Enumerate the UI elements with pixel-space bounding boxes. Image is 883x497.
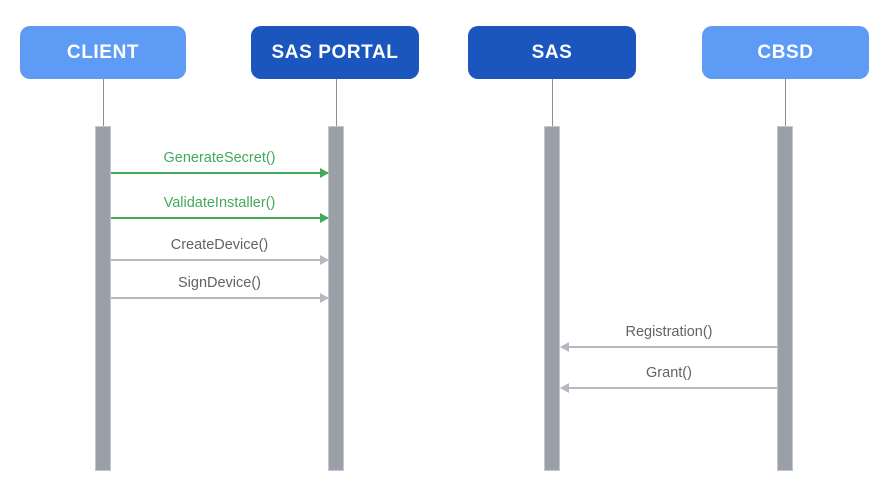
message-line-grant xyxy=(561,387,777,389)
actor-box-sas[interactable]: SAS xyxy=(468,26,636,79)
message-label-generate-secret: GenerateSecret() xyxy=(163,150,276,166)
message-line-sign-device xyxy=(111,297,328,299)
actor-label-sas-portal: SAS PORTAL xyxy=(271,41,399,63)
arrowhead-right-icon-generate-secret xyxy=(320,168,329,178)
arrowhead-left-icon-grant xyxy=(560,383,569,393)
message-line-create-device xyxy=(111,259,328,261)
actor-box-sas-portal[interactable]: SAS PORTAL xyxy=(251,26,419,79)
lifeline-stem-sas xyxy=(552,79,553,126)
lifeline-stem-sas-portal xyxy=(336,79,337,126)
actor-label-client: CLIENT xyxy=(66,41,140,63)
arrowhead-right-icon-sign-device xyxy=(320,293,329,303)
arrowhead-right-icon-validate-installer xyxy=(320,213,329,223)
message-label-registration: Registration() xyxy=(625,324,713,340)
arrowhead-right-icon-create-device xyxy=(320,255,329,265)
message-line-generate-secret xyxy=(111,172,328,174)
arrowhead-left-icon-registration xyxy=(560,342,569,352)
message-label-create-device: CreateDevice() xyxy=(170,237,269,253)
lifeline-stem-cbsd xyxy=(785,79,786,126)
actor-label-cbsd: CBSD xyxy=(757,41,814,63)
message-line-validate-installer xyxy=(111,217,328,219)
lifeline-stem-client xyxy=(103,79,104,126)
activation-bar-client xyxy=(95,126,111,471)
message-label-sign-device: SignDevice() xyxy=(178,275,261,291)
actor-label-sas: SAS xyxy=(531,41,573,63)
activation-bar-sas xyxy=(544,126,560,471)
message-line-registration xyxy=(561,346,777,348)
activation-bar-cbsd xyxy=(777,126,793,471)
actor-box-cbsd[interactable]: CBSD xyxy=(702,26,869,79)
actor-box-client[interactable]: CLIENT xyxy=(20,26,186,79)
message-label-grant: Grant() xyxy=(646,365,692,381)
message-label-validate-installer: ValidateInstaller() xyxy=(163,195,276,211)
activation-bar-sas-portal xyxy=(328,126,344,471)
